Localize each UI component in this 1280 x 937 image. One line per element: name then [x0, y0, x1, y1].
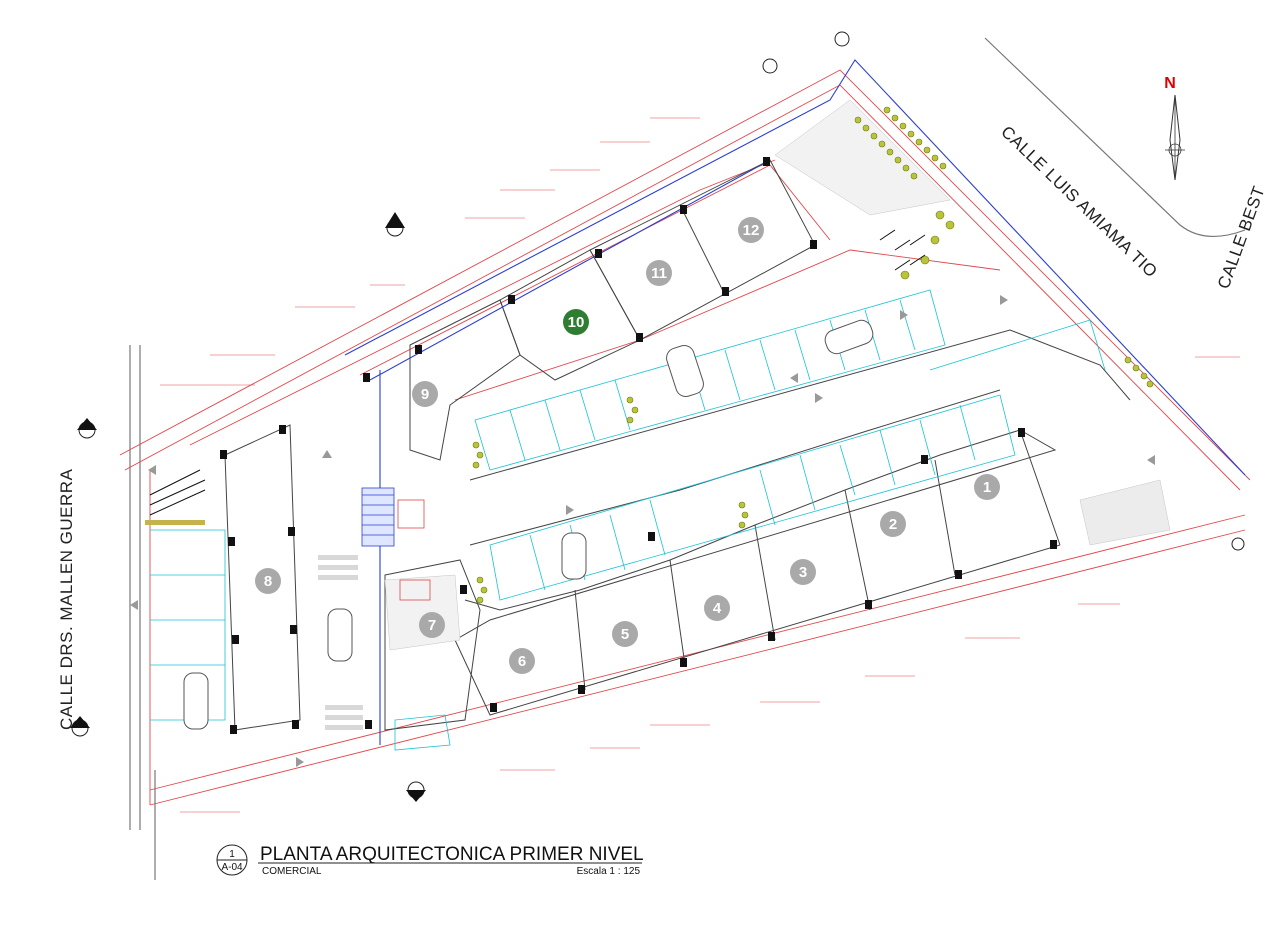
street-label-east: CALLE LUIS AMIAMA TIO [997, 122, 1161, 281]
drawing-title: PLANTA ARQUITECTONICA PRIMER NIVEL [260, 844, 644, 865]
unit-number: 6 [518, 653, 526, 670]
unit-circle [255, 568, 281, 594]
unit-circle [419, 612, 445, 638]
north-label: N [1164, 75, 1176, 92]
unit-number: 5 [621, 626, 629, 643]
unit-marker-7: 7 [419, 612, 445, 638]
unit-number: 3 [799, 564, 807, 581]
planters [472, 106, 1154, 604]
street-label-partial: CALLE BEST [1214, 183, 1269, 291]
unit-marker-6: 6 [509, 648, 535, 674]
north-arrow: N [1164, 75, 1185, 181]
unit-circle [880, 511, 906, 537]
unit-marker-4: 4 [704, 595, 730, 621]
stairs [361, 487, 431, 601]
section-markers [71, 31, 1245, 799]
unit-number: 4 [713, 600, 722, 617]
motorcycle-parking [145, 229, 926, 525]
title-symbol-bottom: A-04 [221, 862, 243, 873]
unit-circle [412, 381, 438, 407]
unit-circle [704, 595, 730, 621]
unit-circle [974, 474, 1000, 500]
interior-walls [224, 159, 1131, 731]
building-outline [344, 59, 1246, 745]
unit-number: 7 [428, 617, 436, 634]
unit-number: 2 [889, 516, 897, 533]
unit-marker-1: 1 [974, 474, 1000, 500]
parked-cars [183, 319, 874, 730]
unit-marker-3: 3 [790, 559, 816, 585]
unit-marker-5: 5 [612, 621, 638, 647]
property-lines [119, 69, 1251, 806]
unit-number: 12 [743, 222, 760, 239]
street-curbs [129, 37, 1246, 880]
unit-marker-12: 12 [738, 217, 764, 243]
unit-number: 1 [983, 479, 991, 496]
unit-marker-8: 8 [255, 568, 281, 594]
unit-number: 9 [421, 386, 429, 403]
drawing-subtitle: COMERCIAL [262, 866, 322, 877]
unit-circle [646, 260, 672, 286]
unit-number: 8 [264, 573, 272, 590]
unit-circle [563, 309, 589, 335]
unit-marker-2: 2 [880, 511, 906, 537]
street-label-west: CALLE DRS. MALLEN GUERRA [57, 468, 76, 730]
drawing-scale: Escala 1 : 125 [577, 866, 641, 877]
unit-marker-11: 11 [646, 260, 672, 286]
unit-number: 11 [651, 265, 667, 282]
annotation-leaders [160, 117, 1240, 813]
title-symbol-top: 1 [229, 849, 235, 860]
unit-circle [790, 559, 816, 585]
section-marker-fills [70, 212, 426, 802]
unit-circle [612, 621, 638, 647]
unit-circle [738, 217, 764, 243]
unit-marker-9: 9 [412, 381, 438, 407]
unit-circle [509, 648, 535, 674]
crosswalks [318, 555, 363, 730]
structural-columns [220, 157, 1057, 734]
traffic-arrows [130, 295, 1155, 767]
title-block: 1 A-04 PLANTA ARQUITECTONICA PRIMER NIVE… [216, 844, 644, 877]
unit-marker-10: 10 [563, 309, 589, 335]
unit-number: 10 [568, 314, 585, 331]
